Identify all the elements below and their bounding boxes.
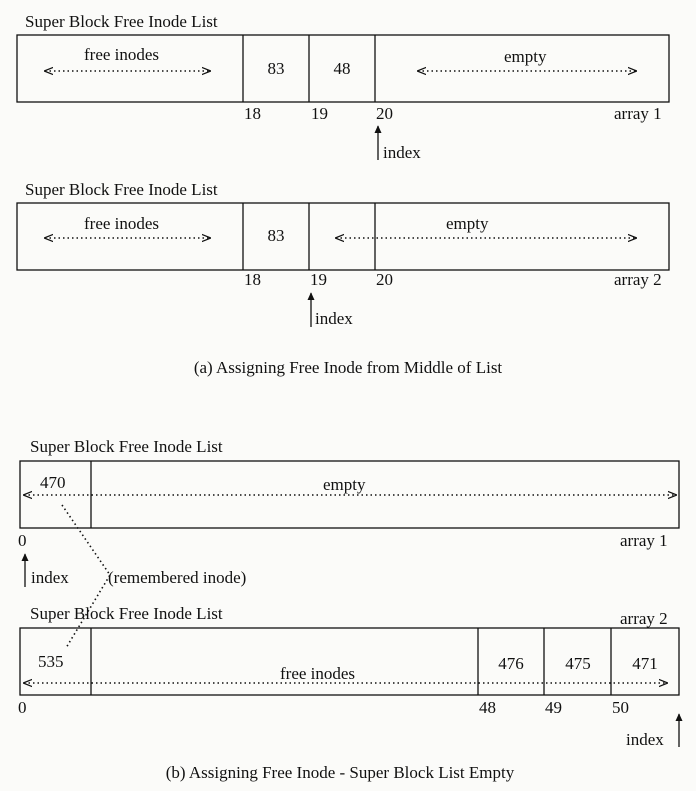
empty-label: empty <box>446 214 489 233</box>
position-label: 19 <box>310 270 327 289</box>
inode-cell: 475 <box>565 654 591 673</box>
panel-b-array-1: Super Block Free Inode List 470 empty 0 … <box>18 437 680 649</box>
position-label: 0 <box>18 698 27 717</box>
free-inodes-label: free inodes <box>84 214 159 233</box>
free-inodes-label: free inodes <box>84 45 159 64</box>
array-title: Super Block Free Inode List <box>30 437 223 456</box>
position-label: 49 <box>545 698 562 717</box>
position-label: 0 <box>18 531 27 550</box>
caption-b: (b) Assigning Free Inode - Super Block L… <box>166 763 515 782</box>
caption-a: (a) Assigning Free Inode from Middle of … <box>194 358 503 377</box>
index-label: index <box>626 730 664 749</box>
position-label: 18 <box>244 104 261 123</box>
array-title: Super Block Free Inode List <box>25 12 218 31</box>
inode-cell: 83 <box>268 59 285 78</box>
index-label: index <box>383 143 421 162</box>
array-label: array 2 <box>620 609 668 628</box>
inode-cell: 48 <box>334 59 351 78</box>
free-inodes-label: free inodes <box>280 664 355 683</box>
position-label: 18 <box>244 270 261 289</box>
index-label: index <box>31 568 69 587</box>
remembered-inode-path <box>61 504 111 649</box>
position-label: 20 <box>376 270 393 289</box>
inode-cell: 476 <box>498 654 524 673</box>
array-label: array 2 <box>614 270 662 289</box>
inode-cell: 535 <box>38 652 64 671</box>
array-label: array 1 <box>620 531 668 550</box>
free-inode-list-box <box>19 627 680 696</box>
free-inode-list-box <box>16 202 670 271</box>
empty-label: empty <box>323 475 366 494</box>
position-label: 48 <box>479 698 496 717</box>
inode-cell: 470 <box>40 473 66 492</box>
index-label: index <box>315 309 353 328</box>
position-label: 19 <box>311 104 328 123</box>
free-inode-list-box <box>19 460 680 529</box>
panel-a-array-1: Super Block Free Inode List free inodes … <box>16 12 670 162</box>
position-label: 20 <box>376 104 393 123</box>
empty-label: empty <box>504 47 547 66</box>
inode-cell: 471 <box>632 654 658 673</box>
array-title: Super Block Free Inode List <box>30 604 223 623</box>
panel-a-array-2: Super Block Free Inode List free inodes … <box>16 180 670 328</box>
array-title: Super Block Free Inode List <box>25 180 218 199</box>
panel-b-array-2: Super Block Free Inode List array 2 535 … <box>18 604 683 749</box>
free-inode-list-box <box>16 34 670 103</box>
inode-cell: 83 <box>268 226 285 245</box>
array-label: array 1 <box>614 104 662 123</box>
remembered-inode-label: (remembered inode) <box>108 568 246 587</box>
position-label: 50 <box>612 698 629 717</box>
